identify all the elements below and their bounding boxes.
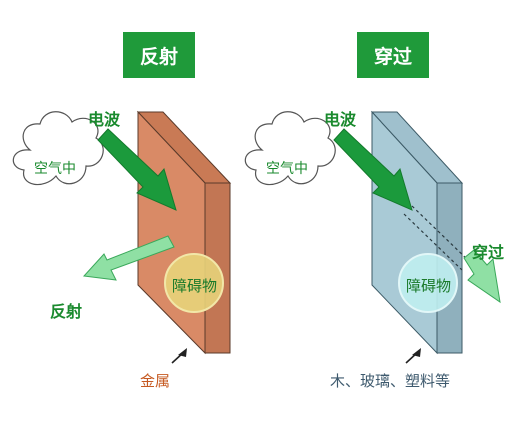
obstacle-label-right: 障碍物: [406, 277, 452, 295]
metal-slab: [136, 110, 232, 355]
incoming-wave-arrow-left: [97, 128, 177, 211]
wave-label-left: 电波: [88, 110, 121, 129]
glass-slab: [370, 110, 464, 355]
material-pointer-arrow-right: [405, 348, 421, 364]
cloud-left: [12, 111, 104, 186]
obstacle-circle-left: [164, 253, 224, 313]
obstacle-circle-right: [398, 253, 458, 313]
header-pass-through: 穿过: [357, 32, 429, 78]
cloud-label-right: 空气中: [266, 161, 308, 177]
glass-material-label: 木、玻璃、塑料等: [330, 372, 451, 390]
material-pointer-arrow-left: [171, 348, 187, 364]
wave-path-through-glass: [403, 205, 471, 271]
header-reflection: 反射: [123, 32, 195, 78]
reflected-wave-arrow: [82, 235, 175, 281]
incoming-wave-arrow-right: [333, 128, 413, 211]
obstacle-label-left: 障碍物: [172, 277, 218, 295]
pass-through-result-label: 穿过: [472, 243, 505, 262]
reflection-result-label: 反射: [50, 302, 83, 321]
metal-material-label: 金属: [140, 372, 171, 390]
cloud-right: [244, 111, 336, 186]
cloud-label-left: 空气中: [34, 161, 76, 177]
transmitted-wave-arrow: [463, 249, 501, 304]
wave-label-right: 电波: [324, 110, 357, 129]
